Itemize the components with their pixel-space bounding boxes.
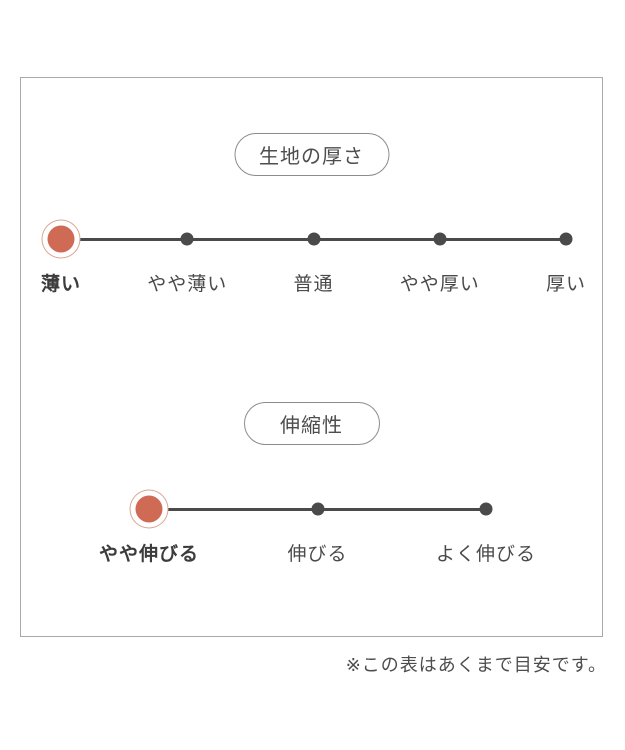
scale-label: 普通 — [293, 274, 334, 295]
scale-label: やや伸びる — [98, 544, 200, 565]
scale-label: やや厚い — [399, 274, 480, 295]
scale-label: 伸びる — [287, 544, 348, 565]
scale-dot — [559, 232, 573, 246]
scale-dot-selected — [47, 225, 75, 253]
scale-label: よく伸びる — [435, 544, 537, 565]
footnote: ※この表はあくまで目安です。 — [345, 655, 607, 675]
scale-label: 薄い — [40, 274, 82, 295]
thickness-title-pill: 生地の厚さ — [234, 133, 389, 176]
scale-dot — [433, 232, 447, 246]
scale-dot — [307, 232, 320, 246]
scale-label: やや薄い — [147, 274, 228, 295]
scale-dot — [180, 232, 194, 246]
scale-label: 厚い — [545, 274, 587, 295]
stretch-title-pill: 伸縮性 — [243, 402, 380, 445]
scale-dot — [479, 502, 493, 516]
spec-chart-box: 生地の厚さ 薄い やや薄い 普通 やや厚い 厚い 伸縮性 やや伸びる 伸びる よく伸びる — [20, 77, 603, 637]
scale-dot-selected — [135, 495, 163, 523]
scale-dot — [311, 502, 324, 516]
